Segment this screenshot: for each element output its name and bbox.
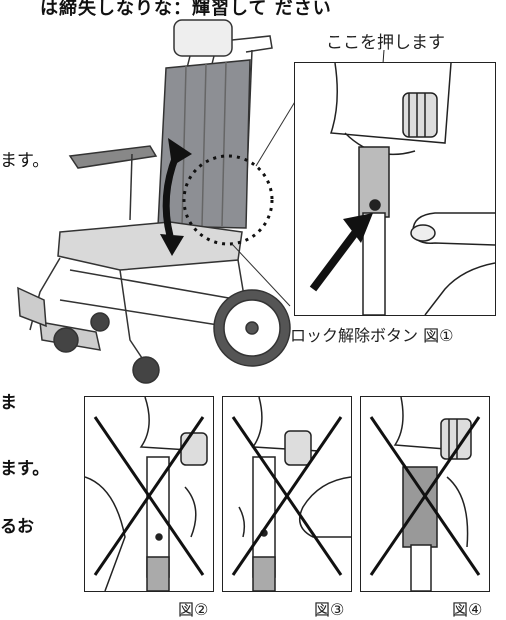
figure-4-illustration: [369, 397, 481, 591]
figure-1-illustration: [309, 63, 495, 315]
top-partial-text: は締失しなりな：輝習して ださい: [40, 0, 332, 19]
figure-1-caption: ロック解除ボタン 図①: [290, 326, 454, 345]
press-here-label: ここを押します: [326, 33, 445, 53]
figure-2-panel: [84, 396, 214, 592]
wheelchair-illustration: [17, 19, 297, 384]
figure-2-caption: 図②: [178, 600, 209, 619]
figure-3-caption: 図③: [314, 600, 345, 619]
left-text-4: るお: [0, 517, 34, 537]
figure-3-panel: [222, 396, 352, 592]
left-text-1: ます。: [0, 151, 50, 171]
figure-2-illustration: [85, 397, 208, 591]
figure-1-panel: [294, 62, 496, 316]
left-text-3: ます。: [0, 459, 50, 479]
left-text-2: ま: [0, 393, 17, 413]
figure-4-caption: 図④: [452, 600, 483, 619]
figure-3-illustration: [231, 397, 351, 591]
figure-4-panel: [360, 396, 490, 592]
